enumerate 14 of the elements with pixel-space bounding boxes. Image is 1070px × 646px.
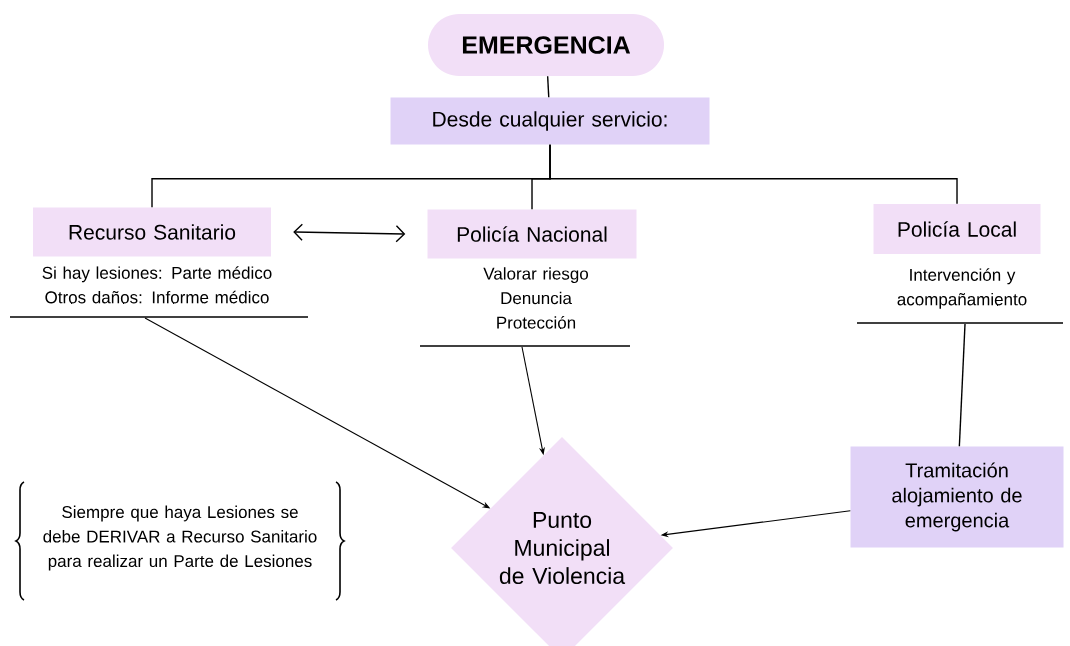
note-text: Si hay lesiones: Parte médico Otros daños: Informe médico xyxy=(42,266,272,304)
process-box: Tramitación alojamiento de emergencia xyxy=(850,446,1064,548)
note-text: Intervención y acompañamiento xyxy=(897,268,1027,309)
note-text: Siempre que haya Lesiones se debe DERIVAR a Recurso Sanitario para realizar un Parte de Lesiones xyxy=(43,505,317,571)
process-box: Desde cualquier servicio: xyxy=(390,97,710,145)
terminal-pill: EMERGENCIA xyxy=(428,14,664,76)
connector-line xyxy=(546,75,550,98)
process-box: Policía Local xyxy=(873,204,1041,254)
process-box: Policía Nacional xyxy=(427,209,637,259)
process-box: Recurso Sanitario xyxy=(33,207,271,257)
connector-line xyxy=(958,323,966,447)
connector-line xyxy=(549,144,958,205)
note-text: Valorar riesgo Denuncia Protección xyxy=(483,267,588,329)
arrow xyxy=(293,223,406,243)
